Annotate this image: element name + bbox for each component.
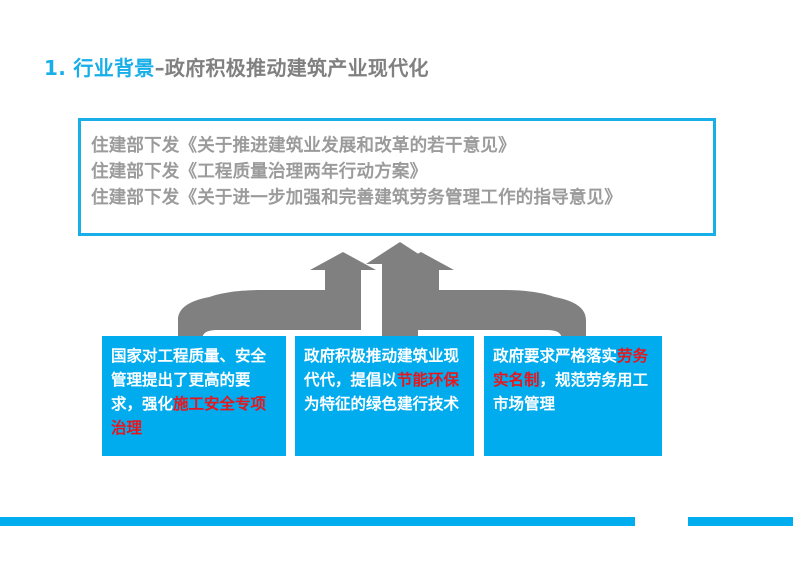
driver-text-segment: 政府要求严格落实 [493, 347, 618, 365]
driver-text: 政府积极推动建筑业现代代，提倡以节能环保为特征的绿色建行技术 [304, 344, 465, 416]
arrow-left-stroke [190, 290, 330, 338]
title-number: 1. [44, 56, 67, 80]
driver-text-highlight: 施工安全专项治理 [111, 395, 267, 437]
driver-text-segment: ，规范劳务用工市场管理 [493, 371, 649, 413]
driver-text-segment: 政府积极推动建筑业现代代，提倡以 [304, 347, 460, 389]
policy-line-list: 住建部下发《关于推进建筑业发展和改革的若干意见》 住建部下发《工程质量治理两年行… [91, 133, 707, 211]
page-title: 1. 行业背景–政府积极推动建筑产业现代化 [44, 55, 429, 81]
policy-line: 住建部下发《关于进一步加强和完善建筑劳务管理工作的指导意见》 [91, 188, 622, 208]
arrow-right-icon [388, 252, 586, 341]
title-accent: 行业背景 [73, 56, 155, 80]
policy-line: 住建部下发《关于推进建筑业发展和改革的若干意见》 [91, 136, 516, 156]
driver-text-highlight: 劳务实名制 [493, 347, 649, 389]
driver-box-green-building[interactable]: 政府积极推动建筑业现代代，提倡以节能环保为特征的绿色建行技术 [295, 336, 474, 456]
driver-text: 国家对工程质量、安全管理提出了更高的要求，强化施工安全专项治理 [111, 344, 277, 440]
driver-text: 政府要求严格落实劳务实名制，规范劳务用工市场管理 [493, 344, 653, 416]
arrow-left-icon [178, 252, 376, 341]
driver-text-highlight: 节能环保 [397, 371, 460, 389]
footer-bar-short [688, 517, 793, 526]
driver-text-segment: 国家对工程质量、安全管理提出了更高的要求，强化 [111, 347, 267, 413]
arrow-right-stroke [434, 290, 574, 338]
footer-bar-long [0, 517, 635, 526]
title-rest: –政府积极推动建筑产业现代化 [154, 56, 429, 80]
policy-line: 住建部下发《工程质量治理两年行动方案》 [91, 162, 428, 182]
arrow-center-icon [366, 242, 434, 336]
policy-box: 住建部下发《关于推进建筑业发展和改革的若干意见》 住建部下发《工程质量治理两年行… [78, 118, 716, 236]
driver-box-labor-realname[interactable]: 政府要求严格落实劳务实名制，规范劳务用工市场管理 [484, 336, 662, 456]
driver-text-segment: 为特征的绿色建行技术 [304, 395, 460, 413]
driver-box-quality-safety[interactable]: 国家对工程质量、安全管理提出了更高的要求，强化施工安全专项治理 [102, 336, 286, 456]
